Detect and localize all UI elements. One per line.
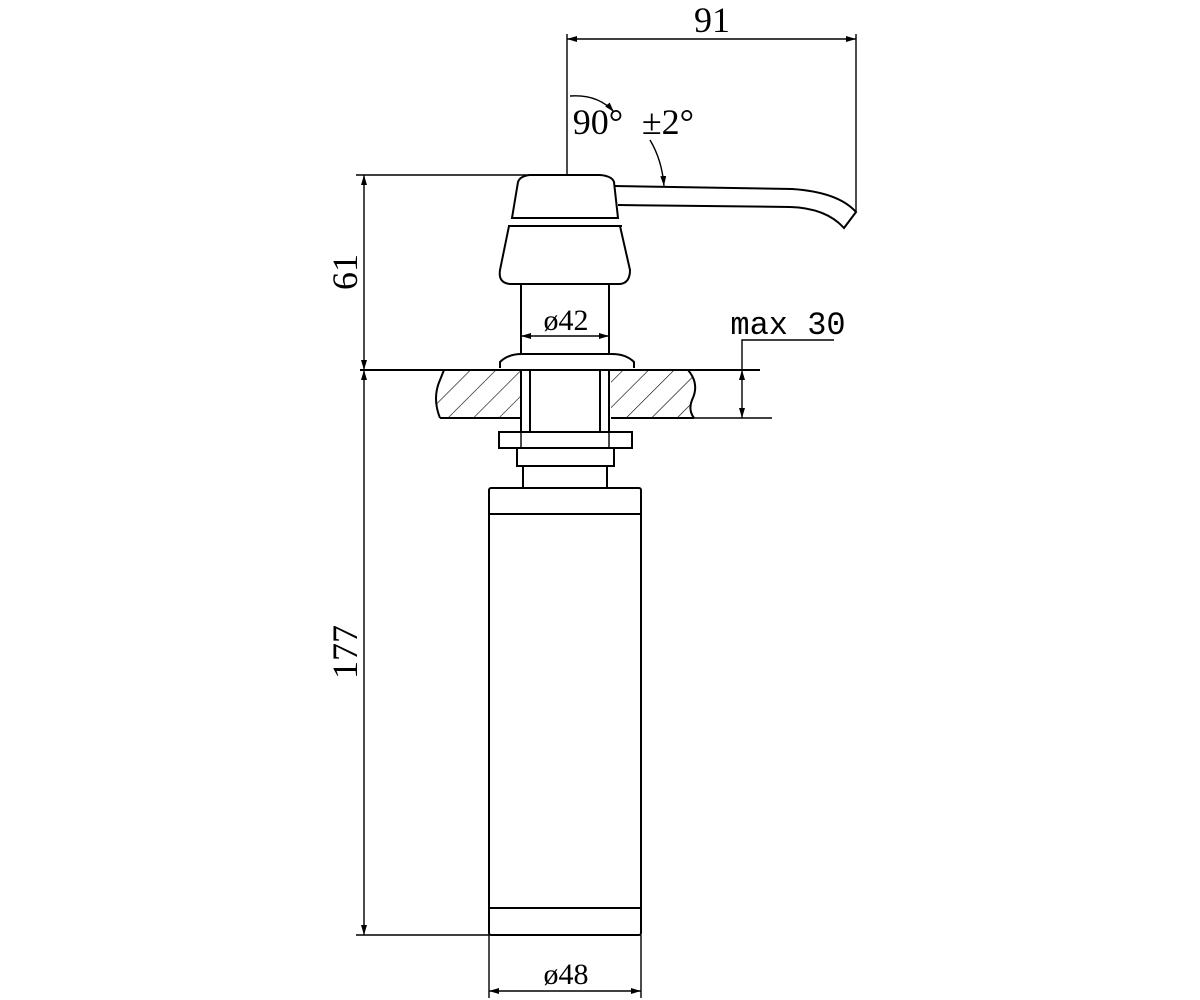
dimension-spout-length: 91: [566, 0, 857, 212]
dimension-bottle-diameter: ø48: [488, 935, 642, 998]
soap-bottle: [488, 487, 642, 936]
countertop-section: [360, 369, 772, 419]
pump-neck: [520, 284, 610, 355]
label-angle-tolerance: ±2°: [642, 102, 694, 142]
label-pump-height: 61: [325, 254, 365, 290]
angle-annotation: 90° ±2°: [569, 95, 694, 187]
label-bottle-height: 177: [325, 625, 365, 679]
dimension-pump-height: 61: [325, 174, 530, 370]
flange: [499, 353, 635, 368]
dimension-bottle-height: 177: [325, 370, 489, 936]
dimension-neck-diameter: ø42: [521, 304, 609, 339]
threaded-shank: [520, 370, 610, 432]
label-angle: 90°: [573, 102, 623, 142]
label-bottle-diameter: ø48: [544, 958, 589, 991]
pump-head: [498, 174, 632, 285]
label-max-thickness: max 30: [730, 307, 845, 344]
label-neck-diameter: ø42: [544, 304, 589, 337]
spout: [613, 185, 858, 230]
mounting-nut: [498, 431, 633, 488]
label-spout-length: 91: [694, 0, 730, 40]
dimension-max-thickness: max 30: [730, 307, 846, 418]
